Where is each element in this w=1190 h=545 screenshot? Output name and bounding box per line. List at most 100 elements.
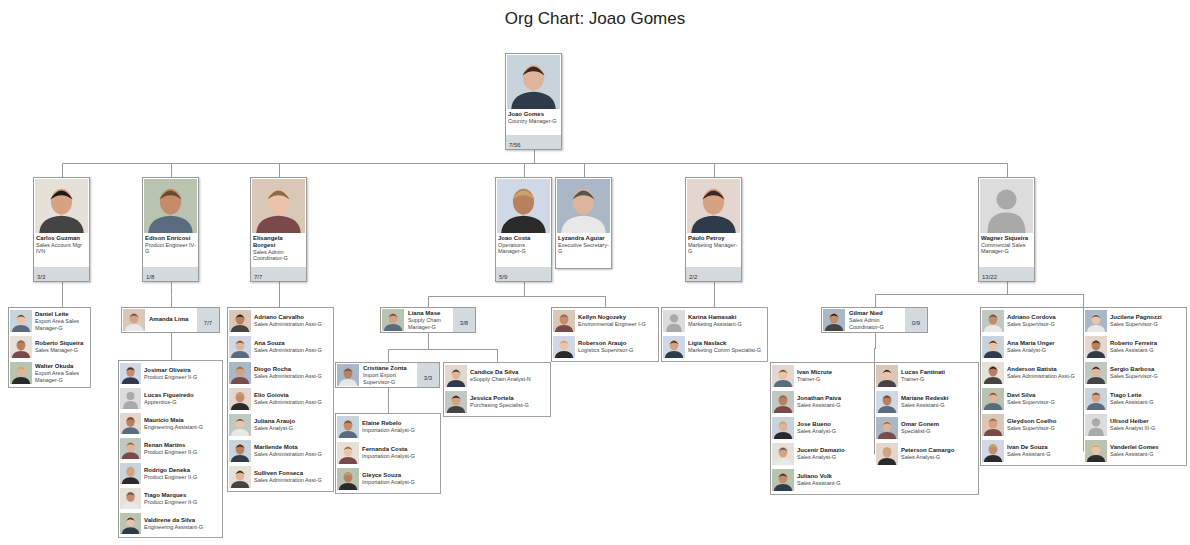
person-name: Gilmar Nied bbox=[849, 310, 903, 317]
job-title: Sales Analyst-G bbox=[254, 425, 331, 431]
photo-body bbox=[339, 483, 357, 490]
photo-face bbox=[883, 421, 892, 432]
photo-face bbox=[703, 189, 724, 215]
staff-entry: Ivan MicruteTrainer-G bbox=[770, 363, 874, 389]
photo bbox=[120, 363, 141, 384]
photo bbox=[772, 365, 794, 387]
photo bbox=[687, 179, 740, 233]
photo bbox=[10, 336, 32, 358]
photo bbox=[229, 310, 251, 332]
photo-hair bbox=[235, 315, 244, 319]
photo-body bbox=[774, 380, 792, 387]
photo-hair bbox=[559, 341, 568, 345]
photo-body bbox=[122, 477, 140, 484]
photo bbox=[229, 362, 251, 384]
job-title: Product Engineer II-G bbox=[144, 374, 220, 380]
card-text: Mauricio MaiaEngineering Assistant-G bbox=[144, 411, 220, 436]
person-name: Ana Souza bbox=[254, 340, 331, 347]
reporting-line bbox=[119, 334, 172, 450]
card-text: Roberson AraujoLogistics Supervisor-G bbox=[578, 334, 656, 360]
photo bbox=[507, 55, 560, 109]
photo-face bbox=[17, 340, 26, 351]
job-title: Sales Assistant-G bbox=[1110, 399, 1184, 405]
job-title: Product Engineer II-G bbox=[144, 499, 220, 505]
photo bbox=[982, 336, 1004, 358]
staff-entry: Juliana AraujoSales Analyst-G bbox=[227, 412, 333, 438]
photo-hair bbox=[343, 421, 352, 425]
reporting-line bbox=[1008, 283, 1084, 452]
photo-face bbox=[560, 340, 569, 351]
reporting-line bbox=[228, 283, 280, 374]
manager-card: Paulo PetroyMarketing Manager-G2/2 bbox=[685, 177, 742, 282]
card-text: Kellyn NogozekyEnvironmental Engineer I-… bbox=[578, 308, 656, 334]
photo-face bbox=[126, 517, 134, 527]
staff-entry: Kellyn NogozekyEnvironmental Engineer I-… bbox=[551, 308, 658, 334]
photo bbox=[772, 443, 794, 465]
count-bar: 3/3 bbox=[34, 267, 89, 281]
photo-ground bbox=[445, 391, 467, 413]
photo-ground bbox=[982, 310, 1004, 332]
photo-body bbox=[691, 216, 736, 233]
photo-body bbox=[384, 324, 402, 331]
card-text: Jucenir DamazioSales Analyst-G bbox=[797, 441, 872, 467]
photo-hair bbox=[16, 315, 25, 319]
count-bar: 13/22 bbox=[979, 267, 1034, 281]
photo-body bbox=[1087, 377, 1105, 384]
photo-body bbox=[984, 455, 1002, 462]
staff-entry: Fernanda CostaImportation Analyst-G bbox=[335, 440, 440, 466]
card-text: Daniel LeiteExport Area Sales Manager-G bbox=[35, 308, 88, 334]
photo-hair bbox=[988, 419, 997, 423]
photo-body bbox=[555, 325, 573, 332]
photo-body bbox=[774, 432, 792, 439]
photo bbox=[553, 336, 575, 358]
staff-entry: Davi SilvaSales Supervisor-G bbox=[980, 386, 1083, 412]
photo-ground bbox=[876, 391, 898, 413]
person-name: Omar Gonem bbox=[901, 421, 976, 428]
photo-ground bbox=[337, 442, 359, 464]
reporting-line bbox=[1008, 283, 1084, 322]
person-name: Karina Hamasaki bbox=[688, 314, 765, 321]
job-title: Logistics Supervisor-G bbox=[578, 347, 656, 353]
connectors bbox=[9, 151, 1084, 525]
card-text: Tiago MarquesProduct Engineer II-G bbox=[144, 486, 220, 511]
photo-face bbox=[130, 313, 139, 324]
photo-face bbox=[126, 367, 134, 377]
photo-hair bbox=[778, 422, 787, 426]
photo-face bbox=[989, 366, 998, 377]
photo bbox=[120, 413, 141, 434]
photo-hair bbox=[1091, 445, 1100, 449]
person-name: Liana Mase bbox=[408, 310, 451, 317]
card-text: Elaine RebeloImportation Analyst-G bbox=[362, 414, 438, 440]
reporting-line bbox=[771, 334, 876, 455]
card-text: Carlos GuzmanSales Account Mgr IVN bbox=[36, 235, 87, 255]
report-count: 13/22 bbox=[982, 274, 997, 280]
staff-entry: Daniel LeiteExport Area Sales Manager-G bbox=[8, 308, 90, 334]
photo-body bbox=[774, 484, 792, 491]
photo-ground bbox=[229, 388, 251, 410]
photo-hair bbox=[235, 471, 244, 475]
photo-face bbox=[573, 189, 594, 215]
reporting-line bbox=[63, 151, 535, 178]
photo-hair bbox=[126, 418, 135, 421]
photo-hair bbox=[882, 396, 891, 400]
manager-card: Edison EnricosiProduct Engineer IV-G1/8 bbox=[142, 177, 199, 282]
job-title: Sales Assistant-G bbox=[1007, 451, 1081, 457]
photo-face bbox=[389, 313, 398, 324]
photo-ground bbox=[497, 179, 550, 233]
person-name: Elisangela Borgesi bbox=[253, 235, 304, 249]
reporting-line bbox=[875, 334, 876, 455]
job-title: Sales Admin Coordinator-G bbox=[849, 317, 903, 330]
photo-face bbox=[452, 369, 461, 380]
photo-body bbox=[984, 429, 1002, 436]
photo bbox=[1085, 388, 1107, 410]
reporting-line bbox=[771, 334, 876, 429]
photo bbox=[1085, 414, 1107, 436]
card-text: Lucas FigueiredoApprentice-G bbox=[144, 386, 220, 411]
team-frame bbox=[119, 361, 223, 538]
job-title: Executive Secretary-G bbox=[558, 242, 609, 255]
photo-hair bbox=[159, 191, 181, 200]
staff-entry: Adriano CarvalhoSales Administration Ass… bbox=[227, 308, 333, 334]
photo-hair bbox=[512, 191, 534, 200]
card-text: Omar GonemSpecialist-G bbox=[901, 415, 976, 441]
photo-ground bbox=[772, 365, 794, 387]
